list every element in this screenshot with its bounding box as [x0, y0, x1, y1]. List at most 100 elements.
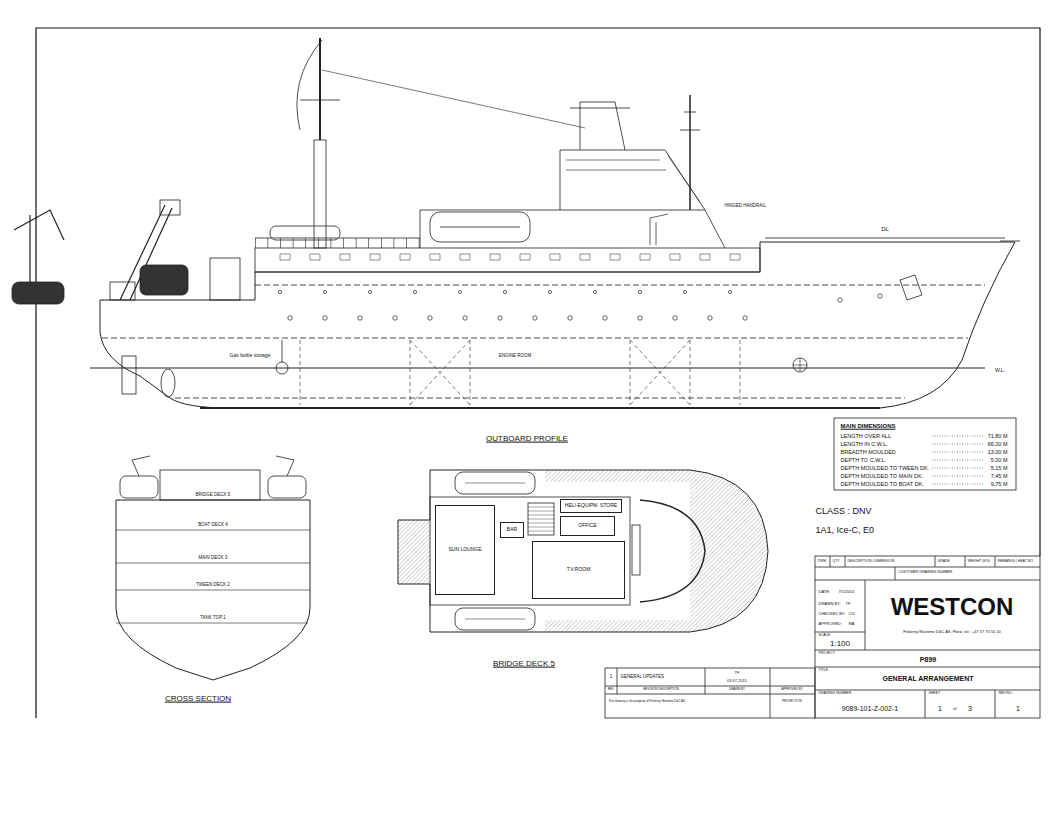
- ship-profile-part: [300, 340, 740, 405]
- cross-section-part: [160, 470, 260, 500]
- deck-plan-part: [398, 470, 768, 632]
- table-header: WEIGHT (KG): [967, 560, 990, 564]
- deck-plan-part: [632, 525, 640, 575]
- ship-profile-part: [175, 398, 905, 399]
- field-value: of: [953, 707, 957, 711]
- ship-profile-part: [276, 362, 288, 374]
- room-name: OFFICE: [578, 523, 596, 529]
- ship-profile-part: [14, 210, 64, 282]
- table-header: REV.: [607, 688, 615, 691]
- ship-profile-part: [255, 238, 420, 239]
- ship-profile-part: [838, 298, 842, 302]
- room-box: HELI-EQUIPM. STORE: [560, 499, 622, 513]
- field-value: TF: [845, 602, 851, 606]
- deck-name: BRIDGE DECK 5: [195, 493, 231, 498]
- ship-profile-part: [255, 285, 985, 286]
- ship-profile-part: [278, 290, 882, 320]
- deck-name: TANK TOP 1: [200, 616, 227, 621]
- ship-profile-part: [393, 316, 397, 320]
- ship-profile-part: [358, 316, 362, 320]
- room-box: T.V.ROOM: [532, 541, 625, 599]
- field-name: REV.NO.: [998, 692, 1013, 696]
- ship-profile-part: [140, 265, 188, 295]
- ship-profile: [12, 38, 1020, 408]
- cross-section: [116, 456, 310, 680]
- table-cell: 5.15 M: [990, 465, 1008, 471]
- deck-plan-part: [640, 500, 705, 602]
- ship-profile-part: [323, 290, 326, 293]
- table-header: DESCRIPTION / DIMENSION: [847, 560, 895, 564]
- ship-profile-part: [255, 238, 420, 248]
- class-notation: 1A1, Ice-C, E0: [815, 526, 875, 536]
- field-name: DATE:: [818, 590, 830, 594]
- table-cell: DEPTH MOULDED TO TWEEN DK.: [840, 465, 930, 471]
- title-block-part: [815, 567, 1040, 580]
- room-name: SUN LOUNGE: [448, 547, 481, 553]
- ship-profile-part: [878, 294, 882, 298]
- ship-profile-part: [161, 369, 175, 397]
- room-name: HELI-EQUIPM. STORE: [565, 503, 617, 509]
- deck-plan-part: [528, 507, 554, 531]
- table-header: APPROVED BY: [781, 688, 804, 691]
- deck-line-mark: DL: [881, 226, 890, 233]
- table-header: REMARKS / HEAT NO.: [997, 560, 1034, 564]
- ship-profile-part: [743, 316, 747, 320]
- ship-profile-part: [680, 112, 700, 130]
- ship-profile-part: [650, 214, 668, 245]
- field-name: SHEET: [928, 692, 941, 696]
- field-value: GENERAL ARRANGEMENT: [882, 675, 974, 683]
- dimension-table-part: [834, 418, 1016, 490]
- table-cell: 71.80 M: [987, 433, 1008, 439]
- ship-profile-part: [708, 316, 712, 320]
- ship-profile-part: [533, 316, 537, 320]
- revision-cell: 1: [609, 675, 613, 680]
- ship-profile-part: [319, 38, 321, 140]
- field-name: DRAWN BY:: [818, 602, 841, 606]
- table-cell: LENGTH IN C.W.L.: [840, 441, 888, 447]
- cross-section-part: [116, 530, 310, 623]
- ship-profile-part: [793, 358, 807, 372]
- field-name: PROJECT: [818, 652, 835, 656]
- ship-profile-part: [428, 316, 432, 320]
- view-title: OUTBOARD PROFILE: [486, 435, 569, 444]
- table-cell: 9.75 M: [990, 481, 1008, 487]
- field-value: 1:100: [829, 640, 850, 649]
- ship-profile-part: [323, 316, 327, 320]
- ship-profile-part: [270, 226, 340, 240]
- table-header: QTY: [832, 560, 840, 564]
- ship-profile-part: [102, 338, 968, 339]
- ship-profile-part: [110, 282, 135, 300]
- ship-profile-part: [282, 340, 283, 362]
- callout-text: Gas bottle storage: [229, 353, 271, 359]
- deck-plan-part: [545, 620, 690, 632]
- ship-profile-part: [793, 358, 807, 372]
- table-header: REVISION DESCRIPTION: [643, 688, 680, 691]
- ship-profile-part: [90, 367, 985, 368]
- ship-profile-part: [122, 356, 136, 394]
- ship-profile-part: [1000, 241, 1020, 242]
- ship-profile-part: [463, 316, 467, 320]
- space-name: ENGINE ROOM: [498, 354, 532, 359]
- ship-profile-part: [255, 248, 760, 272]
- ship-profile-part: [603, 316, 607, 320]
- ship-profile-part: [560, 150, 705, 210]
- callout-text: HINGED HANDRAIL: [724, 204, 767, 209]
- ship-profile-part: [458, 290, 461, 293]
- title-block-part: [815, 556, 1040, 718]
- title-block-part: [815, 650, 1040, 690]
- ship-profile-part: [210, 258, 240, 300]
- ship-profile-part: [638, 290, 641, 293]
- ship-profile-part: [410, 340, 690, 405]
- ship-profile-part: [430, 212, 530, 242]
- deck-plan-part: [528, 503, 554, 535]
- ship-profile-part: [568, 316, 572, 320]
- title-block-part: [815, 556, 1040, 567]
- revision-cell: TF: [734, 671, 740, 675]
- deck-plan-part: [430, 497, 630, 605]
- class-notation: CLASS : DNV: [815, 507, 872, 517]
- field-value: CG: [848, 612, 855, 616]
- title-block-part: [605, 668, 815, 718]
- field-name: CUSTOMER DRAWING NUMBER: [898, 571, 953, 575]
- table-cell: 7.45 M: [990, 473, 1008, 479]
